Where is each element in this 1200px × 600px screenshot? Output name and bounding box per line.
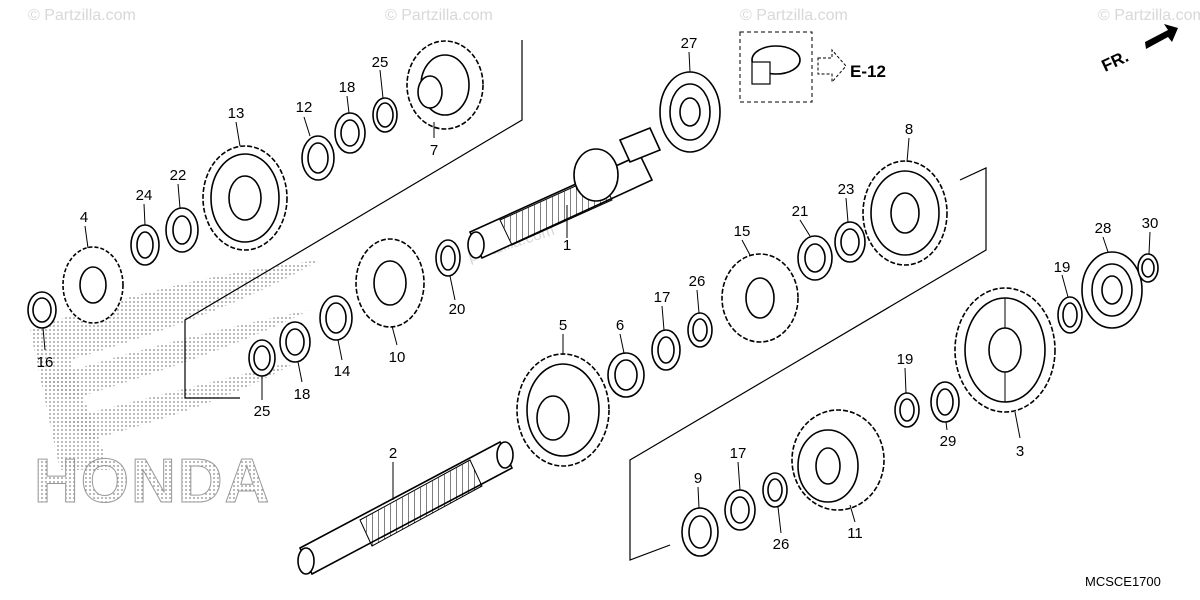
leader-lines: [42, 51, 1151, 534]
watermarks: © Partzilla.com © Partzilla.com © Partzi…: [28, 7, 1200, 266]
gears: [62, 40, 1056, 511]
part-label-11: 11: [847, 525, 863, 542]
part-label-14: 14: [334, 363, 351, 380]
part-label-13: 13: [228, 105, 245, 122]
part-label-17: 17: [730, 445, 747, 462]
part-label-23: 23: [838, 181, 855, 198]
part-label-25: 25: [254, 403, 271, 420]
part-label-6: 6: [616, 317, 624, 334]
assembly-frames: [184, 40, 987, 561]
part-label-30: 30: [1142, 215, 1159, 232]
part-label-19: 19: [1054, 259, 1071, 276]
part-label-27: 27: [681, 35, 698, 52]
part-label-9: 9: [694, 470, 702, 487]
reference-label: E-12: [850, 62, 886, 81]
diagram-code: MCSCE1700: [1085, 574, 1161, 589]
part-label-10: 10: [389, 349, 406, 366]
part-label-15: 15: [734, 223, 751, 240]
part-label-20: 20: [449, 301, 466, 318]
part-label-19: 19: [897, 351, 914, 368]
watermark-text: © Partzilla.com: [740, 7, 848, 24]
honda-logo: HONDA: [30, 260, 320, 517]
part-label-2: 2: [389, 445, 397, 462]
part-label-22: 22: [170, 167, 187, 184]
part-label-7: 7: [430, 142, 438, 159]
part-label-5: 5: [559, 317, 567, 334]
part-label-3: 3: [1016, 443, 1024, 460]
part-label-18: 18: [339, 79, 356, 96]
part-label-28: 28: [1095, 220, 1112, 237]
part-label-18: 18: [294, 386, 311, 403]
part-label-26: 26: [773, 536, 790, 553]
part-label-1: 1: [563, 237, 571, 254]
front-direction-indicator: FR.: [1099, 24, 1178, 76]
watermark-text: © Partzilla.com: [385, 7, 493, 24]
part-label-29: 29: [940, 433, 957, 450]
front-direction-label: FR.: [1099, 47, 1132, 76]
watermark-text: © Partzilla.com: [1098, 7, 1200, 24]
countershaft-2: [297, 440, 514, 576]
part-label-12: 12: [296, 99, 313, 116]
part-labels: 1 2 3 4 5 6 7 8 9 10 11 12 13 14 15 16 1…: [37, 35, 1159, 553]
part-label-25: 25: [372, 54, 389, 71]
part-label-16: 16: [37, 354, 54, 371]
brand-logo-text: HONDA: [34, 447, 271, 516]
part-label-17: 17: [654, 289, 671, 306]
part-label-4: 4: [80, 209, 88, 226]
watermark-text: © Partzilla.com: [28, 7, 136, 24]
part-label-21: 21: [792, 203, 809, 220]
part-label-8: 8: [905, 121, 913, 138]
small-parts: [27, 71, 1159, 557]
mainshaft-1: [467, 126, 662, 260]
part-label-24: 24: [136, 187, 153, 204]
reference-e12: E-12: [739, 31, 886, 103]
part-label-26: 26: [689, 273, 706, 290]
